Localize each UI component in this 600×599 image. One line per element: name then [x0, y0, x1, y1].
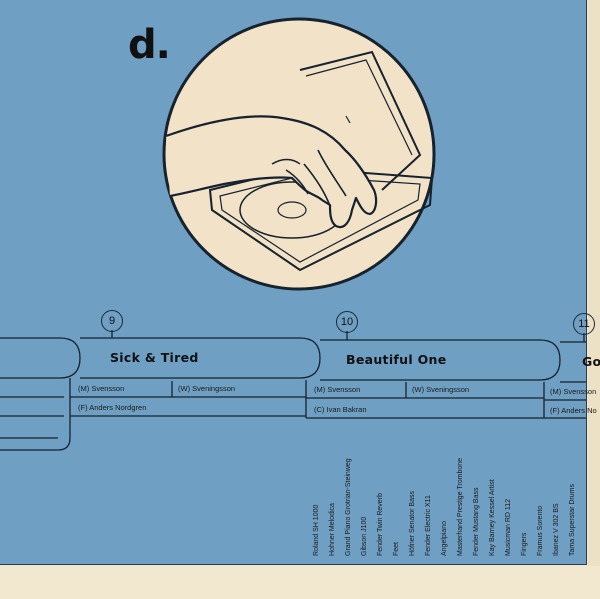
- instrument-label: Framus Sorento: [537, 505, 544, 556]
- track-number-11: 11: [573, 313, 595, 335]
- instrument-label: Feet: [393, 541, 400, 556]
- track-number-10: 10: [336, 311, 358, 333]
- credit-music-9: (M) Svensson: [78, 384, 125, 393]
- paper-edge-bottom: [0, 566, 600, 599]
- track-title-9: Sick & Tired: [110, 350, 199, 365]
- instrument-label: Musicman RD 112: [505, 498, 512, 556]
- instrument-label: Roland SH 1000: [313, 504, 320, 556]
- credit-f-9: (F) Anders Nordgren: [78, 403, 147, 412]
- instrument-label: Kay Barney Kessel Artist: [489, 479, 496, 556]
- credit-words-9: (W) Sveningsson: [178, 384, 236, 393]
- track-title-11: Go: [582, 354, 600, 369]
- logo: d.: [128, 22, 171, 68]
- credit-f-11: (F) Anders No: [550, 406, 597, 415]
- hand: [165, 115, 378, 229]
- instrument-label: Tama Superstar Drums: [569, 484, 576, 556]
- instrument-label: Fender Twin Reverb: [377, 493, 384, 556]
- instrument-label: Gibson J100: [361, 516, 368, 556]
- instrument-label: Fender Mustang Bass: [473, 487, 480, 556]
- timeline-lines: [0, 330, 586, 451]
- track-title-10: Beautiful One: [346, 352, 447, 367]
- instrument-label: Grand Piano Grotrian-Steinweg: [345, 458, 352, 556]
- case-lid: [299, 50, 422, 191]
- instrument-label: Angelpiano: [441, 520, 448, 556]
- track-number-9: 9: [101, 310, 123, 332]
- paper-edge-right: [588, 0, 600, 599]
- credit-music-11: (M) Svensson: [550, 387, 597, 396]
- instrument-label: Ibanez V 302 BS: [553, 503, 560, 556]
- instrument-label: Fender Electric X11: [425, 495, 432, 556]
- credit-c-10: (C) Ivan Bakran: [314, 405, 367, 414]
- instrument-label: Hohner Melodica: [329, 503, 336, 556]
- credit-music-10: (M) Svensson: [314, 385, 361, 394]
- instrument-label: Masterhand Prestige Trombone: [457, 457, 464, 556]
- instrument-label: Fingers: [521, 532, 528, 556]
- instrument-label: Höfner Senator Bass: [409, 491, 416, 556]
- credit-words-10: (W) Sveningsson: [412, 385, 470, 394]
